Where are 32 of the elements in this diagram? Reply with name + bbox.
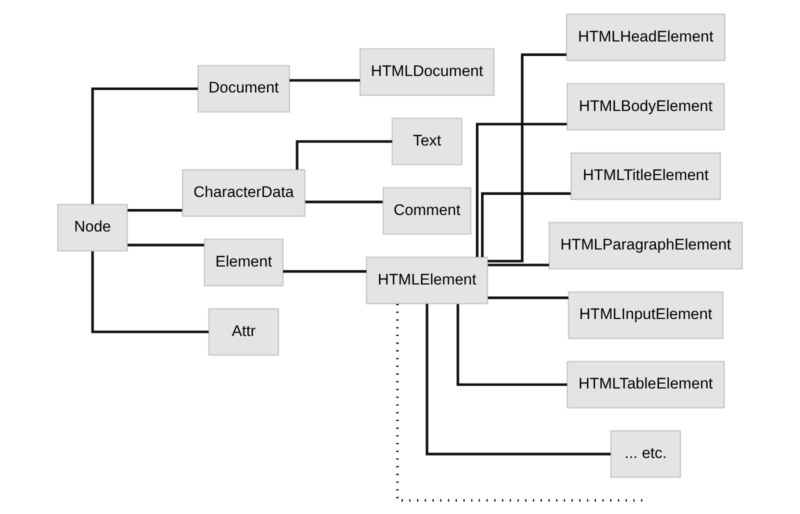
node-box: Comment xyxy=(382,186,472,234)
connector xyxy=(488,52,566,262)
node-box: HTMLTableElement xyxy=(566,360,725,408)
node-box: CharacterData xyxy=(182,168,306,216)
node-box: Text xyxy=(392,117,462,165)
connector xyxy=(128,243,204,246)
node-box: Attr xyxy=(208,308,280,356)
node-box: HTMLInputElement xyxy=(568,290,724,338)
node-box: Element xyxy=(204,238,284,286)
connector xyxy=(296,140,392,170)
node-box: HTMLParagraphElement xyxy=(548,221,743,269)
connector xyxy=(426,303,611,455)
connector xyxy=(305,200,383,203)
connector xyxy=(456,304,568,386)
node-box: HTMLHeadElement xyxy=(566,13,726,61)
node-box: HTMLDocument xyxy=(359,48,495,96)
node-box: ... etc. xyxy=(610,430,682,478)
node-box: HTMLBodyElement xyxy=(566,82,725,130)
connector xyxy=(396,303,645,502)
connector xyxy=(488,296,568,299)
node-box: HTMLTitleElement xyxy=(570,152,721,200)
node-box: Document xyxy=(197,64,290,112)
connector xyxy=(283,270,366,272)
connector xyxy=(290,78,360,82)
connector xyxy=(91,86,198,204)
node-box: HTMLElement xyxy=(366,256,488,304)
connector xyxy=(488,263,550,266)
connector xyxy=(91,250,209,333)
connector xyxy=(476,122,567,257)
connector xyxy=(481,192,571,257)
node-box: Node xyxy=(57,203,128,251)
connector xyxy=(128,208,182,212)
